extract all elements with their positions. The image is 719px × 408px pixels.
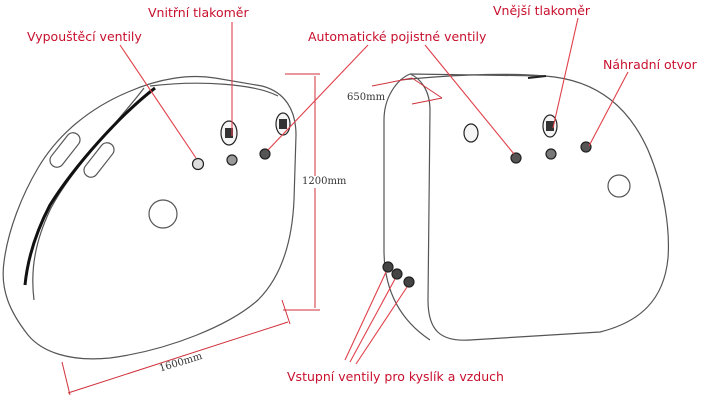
label-inlet-valves: Vstupní ventily pro kyslík a vzduch [287, 369, 504, 384]
right-chamber-handle [527, 75, 547, 79]
safety-valve-left-icon [259, 148, 271, 160]
callout-drain [119, 44, 197, 159]
label-spare-port: Náhradní otvor [603, 57, 697, 72]
right-chamber [382, 73, 669, 341]
spare-port-icon [580, 141, 592, 153]
inner-gauge-dial-icon [225, 128, 233, 138]
outer-gauge-valve-icon [545, 148, 557, 160]
inner-gauge-valve-icon [226, 154, 238, 166]
left-window-1 [49, 132, 81, 168]
right-chamber-outline [409, 73, 669, 341]
dimension-depth: 650mm [347, 92, 386, 103]
left-chamber-inner-edge [149, 82, 279, 97]
callout-inlet-3 [355, 286, 408, 365]
depth-dimension-line [371, 77, 413, 87]
right-chamber-back [383, 73, 431, 341]
inlet-valve-3-icon [403, 276, 415, 288]
length-extension-left [61, 361, 71, 396]
label-inner-gauge: Vnitřní tlakoměr [148, 5, 249, 20]
right-round-window [607, 174, 631, 198]
zipper-line [23, 86, 156, 286]
inlet-valve-2-icon [391, 268, 403, 280]
callout-safety-right [424, 44, 515, 155]
left-chamber-outline [2, 75, 297, 360]
drain-valve-icon [191, 157, 205, 171]
left-window-2 [83, 142, 115, 178]
depth-extension [411, 97, 443, 105]
dimension-lines [61, 73, 443, 396]
right-chamber-back-top [399, 73, 546, 81]
label-safety-valves: Automatické pojistné ventily [308, 29, 487, 44]
dimension-height: 1200mm [302, 176, 347, 188]
safety-valve-right-icon [510, 152, 522, 164]
depth-dimension-line-2 [411, 77, 443, 99]
callout-spare-port [588, 71, 629, 147]
callout-inlet-2 [349, 278, 396, 363]
callout-outer-gauge [552, 17, 579, 129]
inlet-valve-1-icon [382, 261, 394, 273]
outer-gauge-dial-icon [546, 121, 554, 131]
right-gauge-2-icon [463, 123, 479, 143]
length-dimension-line [67, 321, 289, 394]
length-extension-right [281, 299, 291, 325]
left-chamber-back-edge [32, 87, 145, 301]
callout-inlet-1 [344, 271, 387, 361]
label-drain-valves: Vypouštěcí ventily [27, 29, 142, 44]
left-chamber [2, 75, 297, 360]
callout-safety-left [267, 44, 369, 151]
left-gauge-2-dial-icon [279, 119, 287, 129]
callout-lines [119, 17, 629, 365]
label-outer-gauge: Vnější tlakoměr [493, 3, 591, 18]
left-round-window [148, 199, 178, 229]
